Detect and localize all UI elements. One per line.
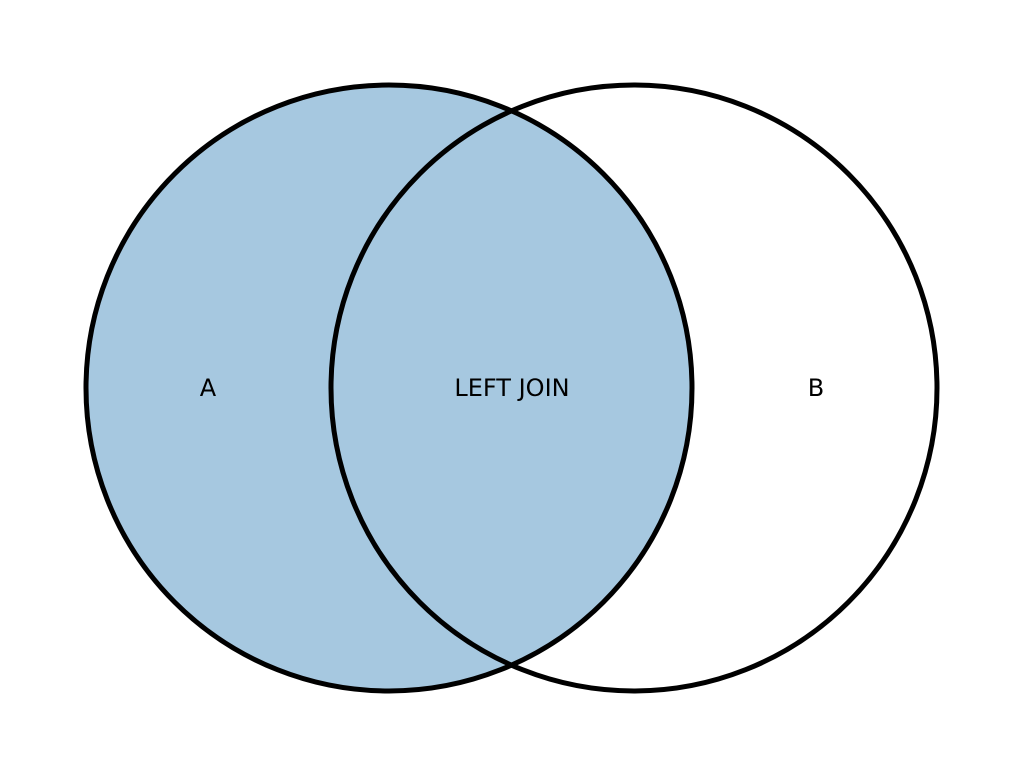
set-a-fill <box>86 85 692 691</box>
set-b-outline <box>328 82 940 694</box>
set-b-label: B <box>808 374 824 402</box>
set-a-label: A <box>200 374 217 402</box>
set-a-outline <box>83 82 695 694</box>
overlap-label: LEFT JOIN <box>454 374 569 402</box>
